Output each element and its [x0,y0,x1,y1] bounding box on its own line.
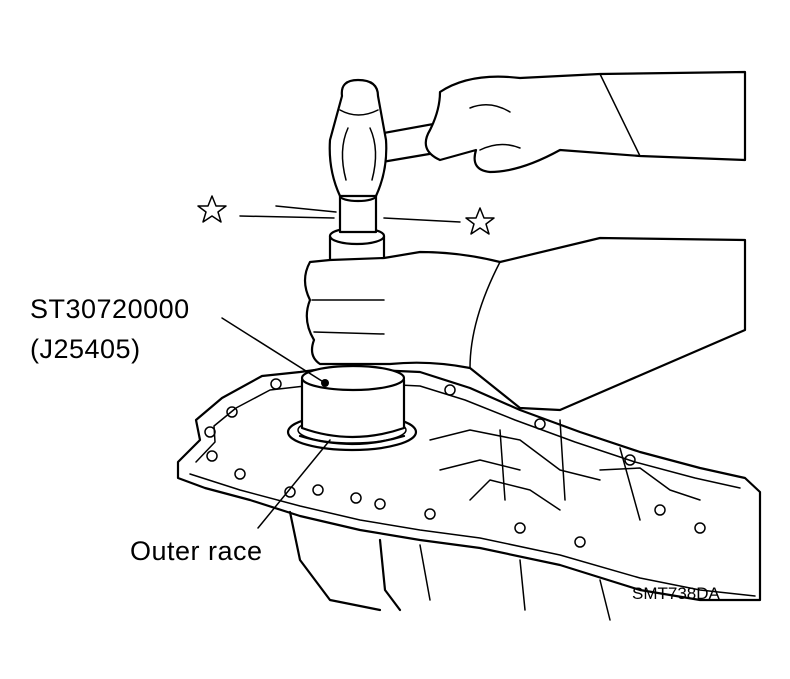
transmission-case [176,366,762,621]
tool-alt-number-label: (J25405) [30,334,141,364]
figure-code: SMT738DA [632,584,720,603]
tool-number-label: ST30720000 [30,294,190,324]
impact-lines [239,205,461,223]
bolt-holes [204,378,706,548]
star-icon [465,207,495,235]
upper-hand [424,70,747,174]
star-icon [197,195,227,223]
lower-hand [303,236,747,412]
outer-race-label: Outer race [130,536,263,566]
leader-lines [221,317,331,529]
